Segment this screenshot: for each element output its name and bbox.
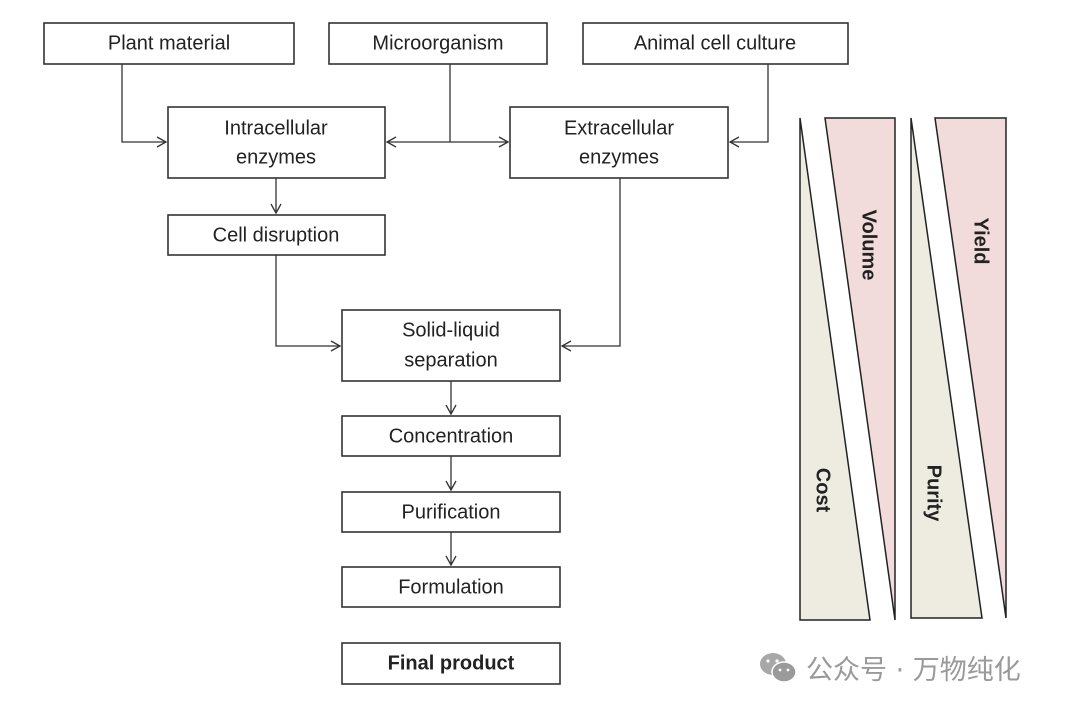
intracellular-enzymes-box: Intracellular enzymes: [167, 106, 386, 179]
source-plant: Plant material: [43, 22, 295, 65]
watermark: 公众号 · 万物纯化: [758, 648, 1021, 687]
watermark-text: 公众号 · 万物纯化: [806, 655, 1021, 686]
box-label: Formulation: [398, 576, 504, 598]
concentration-box: Concentration: [341, 415, 561, 457]
wechat-icon: [760, 652, 797, 683]
arrow-micro-to-intracellular: [385, 64, 451, 148]
box-label: Solid-liquid: [402, 319, 500, 341]
purification-box: Purification: [341, 491, 561, 533]
wedge-label: Volume: [858, 210, 880, 281]
arrow-disruption-to-separation: [275, 255, 342, 352]
source-microorganism: Microorganism: [328, 22, 548, 65]
box-label: enzymes: [236, 146, 316, 168]
final-product-box: Final product: [341, 642, 561, 685]
solid-liquid-separation-box: Solid-liquid separation: [341, 309, 561, 382]
box-label: Cell disruption: [213, 224, 340, 246]
source-label: Plant material: [108, 32, 230, 54]
box-label: separation: [404, 349, 497, 371]
wedge-label: Yield: [970, 217, 992, 264]
wedge-cost: Cost: [799, 117, 871, 621]
wedge-label: Purity: [923, 465, 945, 523]
arrow-extracellular-to-separation: [560, 178, 621, 352]
connectors: [121, 64, 769, 567]
source-animal-cell: Animal cell culture: [582, 22, 849, 65]
wedge-purity: Purity: [910, 117, 983, 619]
source-label: Microorganism: [372, 32, 503, 54]
arrow-animal-to-extracellular: [728, 64, 769, 148]
source-label: Animal cell culture: [634, 32, 796, 54]
extracellular-enzymes-box: Extracellular enzymes: [509, 106, 729, 179]
arrow-plant-to-intracellular: [121, 64, 168, 148]
box-label: Final product: [388, 652, 515, 674]
wedge-volume: Volume: [824, 117, 896, 621]
box-label: Extracellular: [564, 117, 674, 139]
box-label: Purification: [402, 501, 501, 523]
box-label: Intracellular: [224, 117, 328, 139]
box-label: enzymes: [579, 146, 659, 168]
box-label: Concentration: [389, 425, 514, 447]
cell-disruption-box: Cell disruption: [167, 214, 386, 256]
formulation-box: Formulation: [341, 566, 561, 608]
wedge-yield: Yield: [934, 117, 1007, 619]
wedge-label: Cost: [812, 468, 834, 513]
